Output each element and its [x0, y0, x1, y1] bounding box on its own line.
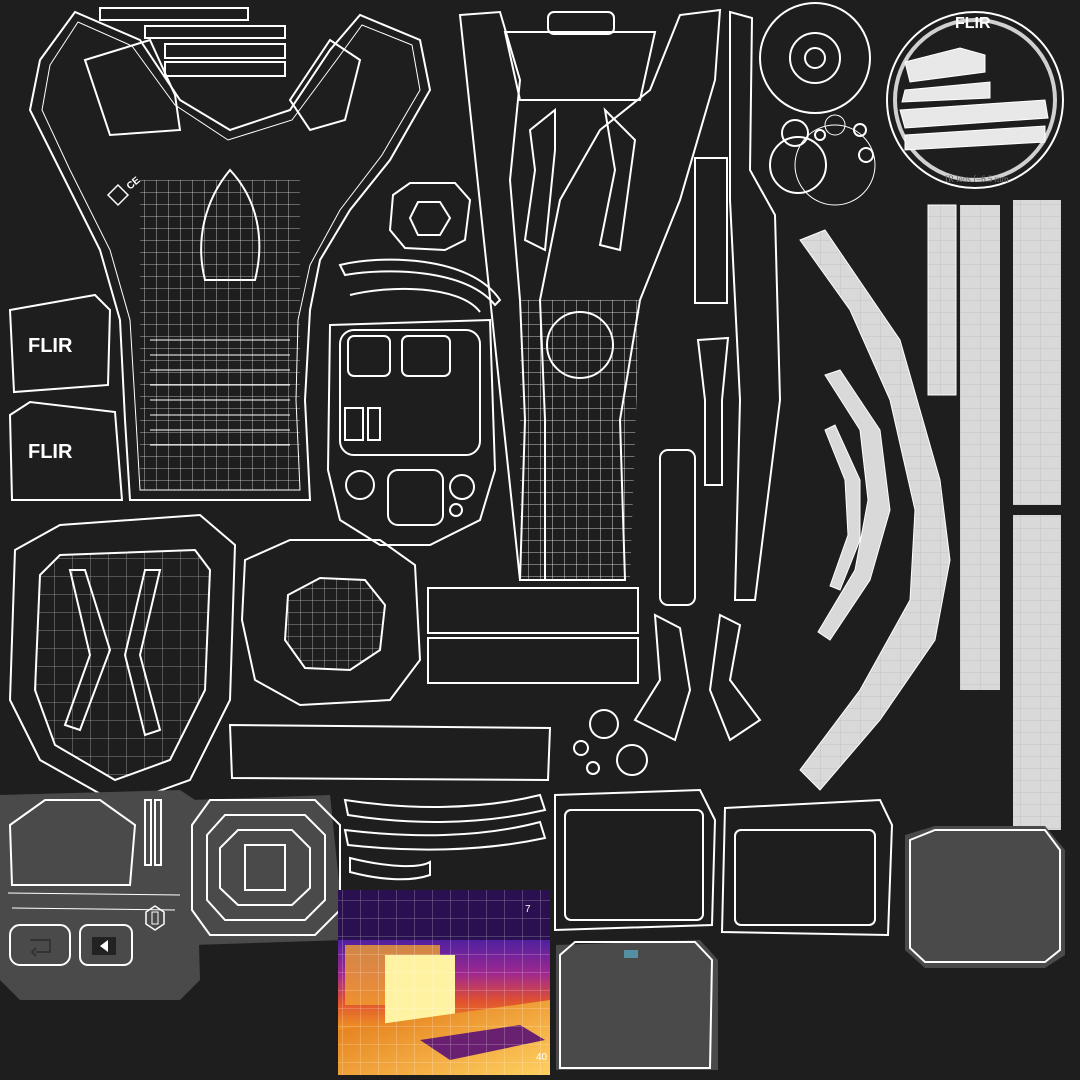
right-grip-strips — [927, 200, 1061, 830]
lens-spec-text: IR lens f=6.5 mm — [945, 174, 1009, 184]
nut-icon — [145, 905, 165, 931]
screen-cushion — [905, 826, 1065, 968]
play-icon — [92, 937, 116, 955]
top-trim-strips — [99, 7, 286, 77]
thermal-min-readout: 40 — [536, 1052, 548, 1063]
arc-strip-set — [343, 793, 547, 881]
thermal-screen-image: 7 40 — [338, 890, 550, 1075]
recycle-icon — [106, 183, 130, 207]
grip-arc-strip — [799, 229, 951, 791]
display-bezel — [326, 258, 502, 546]
brand-logo-text: FLIR — [955, 15, 991, 32]
lens-assembly — [759, 2, 876, 206]
leaf-clip-pieces — [633, 613, 762, 742]
back-shell — [8, 513, 237, 807]
screen-frame-1 — [554, 788, 717, 932]
thermal-max-readout: 7 — [525, 904, 531, 915]
octagon-button-part — [388, 182, 472, 252]
screen-cushion-2 — [556, 940, 718, 1070]
lens-hood-part — [503, 11, 657, 101]
side-rail-left — [458, 8, 722, 581]
round-lens-bezel — [240, 539, 422, 707]
brand-logo-text: FLIR — [28, 335, 73, 357]
flir-patch-upper: FLIR — [8, 293, 112, 394]
middle-trim-strips — [228, 587, 639, 782]
brand-logo-text: FLIR — [28, 441, 73, 463]
housing-front-shell: CE — [28, 10, 432, 501]
flir-patch-lower: FLIR — [8, 400, 124, 501]
screw-caps — [573, 709, 648, 776]
button-panel-island — [0, 790, 200, 1000]
octagonal-socket — [191, 795, 345, 945]
back-arrow-icon — [30, 939, 51, 957]
narrow-rail-pieces — [659, 10, 782, 606]
screen-frame-2 — [720, 798, 894, 937]
lens-window-decal: FLIR IR lens f=6.5 mm — [886, 11, 1064, 189]
